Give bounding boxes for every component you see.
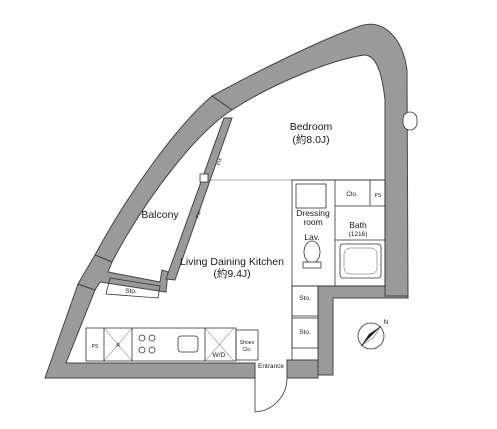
ps-closet: PS bbox=[375, 193, 382, 199]
sto-balcony: Sto. bbox=[125, 288, 137, 295]
east-lower-wall bbox=[317, 285, 409, 376]
compass-icon bbox=[357, 322, 385, 350]
shoes-closet bbox=[235, 329, 259, 361]
compass-north: N bbox=[384, 319, 389, 326]
shoes-line1: Shoes bbox=[240, 340, 255, 346]
fridge-cross-b bbox=[103, 327, 133, 362]
lav-name: Lav. bbox=[304, 232, 319, 242]
kitchen-sink bbox=[177, 335, 199, 353]
balcony-storage bbox=[105, 277, 161, 299]
shoes-line2: Clo. bbox=[243, 347, 252, 353]
entrance-wall bbox=[286, 359, 319, 379]
bath-tub bbox=[339, 243, 382, 279]
burner-3 bbox=[138, 346, 146, 354]
sto-hall-upper: Sto. bbox=[299, 295, 311, 302]
bath-size: (1216) bbox=[349, 231, 368, 238]
closet-block bbox=[291, 179, 386, 287]
ldk-size: (約9.4J) bbox=[213, 267, 250, 280]
balcony-partition-wall bbox=[165, 117, 233, 281]
dressing-line1: Dressing bbox=[296, 208, 330, 218]
dressing-line2: room bbox=[303, 217, 322, 227]
fix-window-upper bbox=[199, 173, 209, 183]
bath-name: Bath bbox=[349, 220, 367, 230]
toilet-tank bbox=[302, 261, 322, 269]
burner-4 bbox=[148, 346, 156, 354]
entrance-name: Entrance bbox=[258, 363, 284, 370]
west-balcony-wall bbox=[94, 95, 233, 263]
toilet bbox=[303, 240, 321, 264]
balcony-name: Balcony bbox=[141, 209, 179, 221]
east-window-door bbox=[402, 111, 418, 131]
clo-name: Clo. bbox=[346, 191, 358, 198]
balcony-return-wall bbox=[77, 254, 169, 293]
bath-tub-inner bbox=[343, 247, 378, 275]
south-wall bbox=[44, 283, 256, 379]
ldk-name: Living Daining Kitchen bbox=[180, 256, 284, 268]
fix-lower-label: FIX bbox=[195, 209, 203, 219]
bedroom-size: (約8.0J) bbox=[292, 133, 329, 146]
sto-hall-lower: Sto. bbox=[299, 329, 311, 336]
fix-upper-label: FIX bbox=[216, 156, 224, 166]
burner-2 bbox=[148, 334, 156, 342]
burner-1 bbox=[138, 334, 146, 342]
wd-cross-b bbox=[204, 327, 235, 362]
entrance-door[interactable] bbox=[254, 377, 288, 413]
bedroom-name: Bedroom bbox=[290, 121, 333, 133]
dressing-shelf bbox=[295, 183, 327, 209]
ps-kitchen: PS bbox=[92, 344, 99, 350]
fridge-label: R bbox=[116, 343, 120, 349]
wd-name: W/D bbox=[213, 352, 226, 359]
